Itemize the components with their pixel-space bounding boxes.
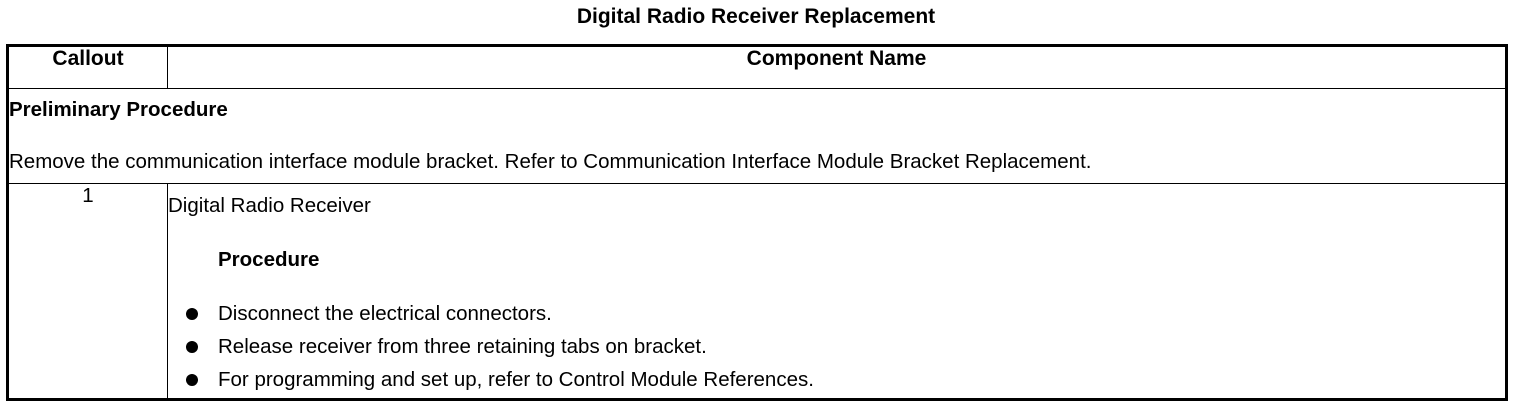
list-item: Disconnect the electrical connectors. [186,297,1505,330]
callout-column-header: Callout [7,45,168,89]
preliminary-procedure-cell: Preliminary Procedure Remove the communi… [7,88,1507,184]
page-title: Digital Radio Receiver Replacement [576,5,936,28]
preliminary-procedure-row: Preliminary Procedure Remove the communi… [7,88,1507,184]
callout-number: 1 [7,183,168,400]
bullet-icon [186,307,198,320]
table-header-row: Callout Component Name [7,45,1507,89]
preliminary-procedure-text: Remove the communication interface modul… [9,150,1092,173]
table-row: 1 Digital Radio Receiver Procedure Disco… [7,183,1507,400]
component-cell: Digital Radio Receiver Procedure Disconn… [167,183,1507,400]
step-text: Release receiver from three retaining ta… [218,334,707,358]
step-text: For programming and set up, refer to Con… [218,367,814,391]
procedure-steps-list: Disconnect the electrical connectors. Re… [186,297,1505,396]
procedure-heading: Procedure [218,248,320,271]
list-item: Release receiver from three retaining ta… [186,330,1505,363]
step-text: Disconnect the electrical connectors. [218,301,552,325]
list-item: For programming and set up, refer to Con… [186,363,1505,396]
bullet-icon [186,340,198,353]
bullet-icon [186,373,198,386]
component-name-column-header: Component Name [167,45,1507,89]
procedure-table: Callout Component Name Preliminary Proce… [6,44,1508,401]
component-name: Digital Radio Receiver [168,194,371,217]
preliminary-procedure-heading: Preliminary Procedure [9,98,228,121]
